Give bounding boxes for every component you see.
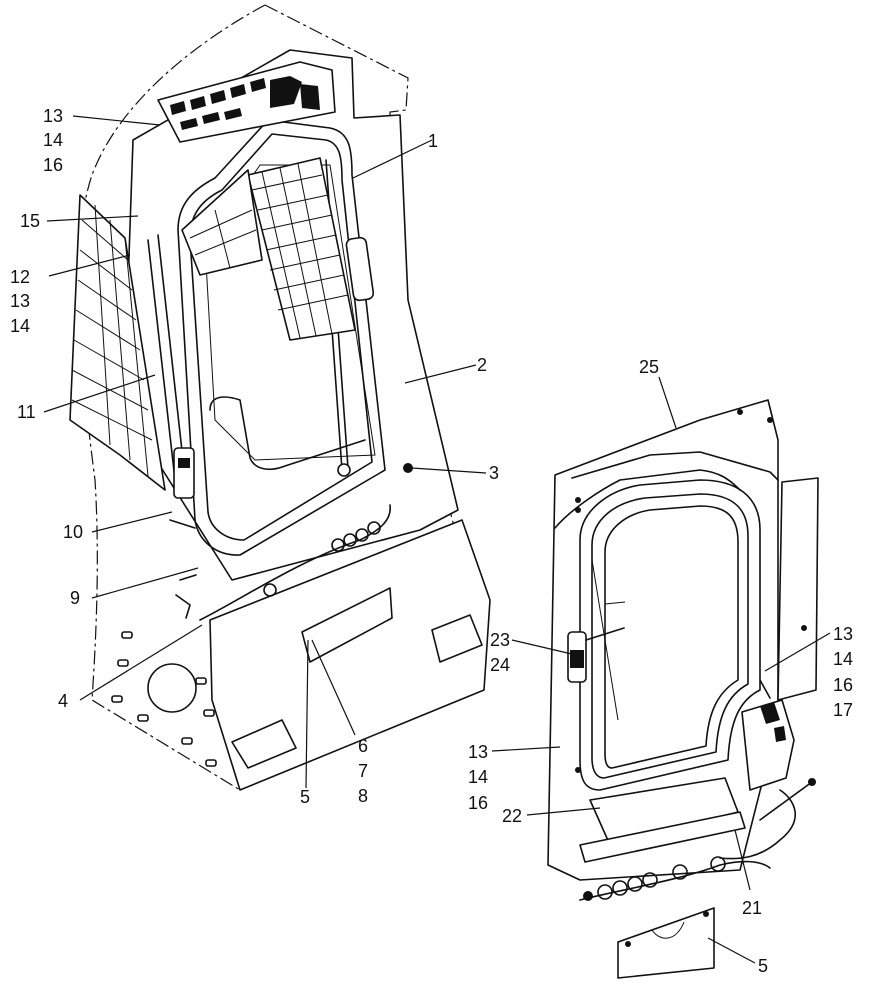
rear-window-screen [181, 157, 356, 341]
latch-handle-left [169, 447, 197, 619]
top-vent-slats [170, 76, 320, 130]
callout-15: 15 [20, 211, 40, 231]
callout-3: 3 [489, 463, 499, 483]
callout-9: 9 [70, 588, 80, 608]
callout-11: 11 [17, 402, 36, 422]
callout-16-top: 16 [43, 155, 63, 175]
lower-panel [111, 504, 491, 791]
callout-23: 23 [490, 630, 510, 650]
callout-6: 6 [358, 736, 368, 756]
callout-8: 8 [358, 786, 368, 806]
callout-1: 1 [428, 131, 438, 151]
callout-17: 17 [833, 700, 853, 720]
callout-14-top: 14 [43, 130, 63, 150]
callout-13-top: 13 [43, 106, 63, 126]
cover-plate [617, 907, 715, 979]
callout-5-left: 5 [300, 787, 310, 807]
lower-panel-slots [111, 631, 217, 767]
callout-2: 2 [477, 355, 487, 375]
callout-24: 24 [490, 655, 510, 675]
callout-7: 7 [358, 761, 368, 781]
callout-5-bottom: 5 [758, 956, 768, 976]
callout-10: 10 [63, 522, 83, 542]
callout-21: 21 [742, 898, 762, 918]
callout-4: 4 [58, 691, 68, 711]
callout-16-mid: 16 [468, 793, 488, 813]
callout-25: 25 [639, 357, 659, 377]
callout-16-right: 16 [833, 675, 853, 695]
callout-12: 12 [10, 267, 30, 287]
callout-13-left: 13 [10, 291, 30, 311]
callout-22: 22 [502, 806, 522, 826]
door-frame [547, 399, 819, 901]
callout-14-mid: 14 [468, 767, 488, 787]
callout-14-right: 14 [833, 649, 853, 669]
callout-13-right: 13 [833, 624, 853, 644]
side-screen [69, 194, 186, 491]
callout-14-left: 14 [10, 316, 30, 336]
leader-lines [43, 115, 831, 964]
callout-13-mid: 13 [468, 742, 488, 762]
callout-labels: 13 14 16 1 15 12 13 14 2 25 11 3 10 9 4 … [10, 106, 853, 976]
